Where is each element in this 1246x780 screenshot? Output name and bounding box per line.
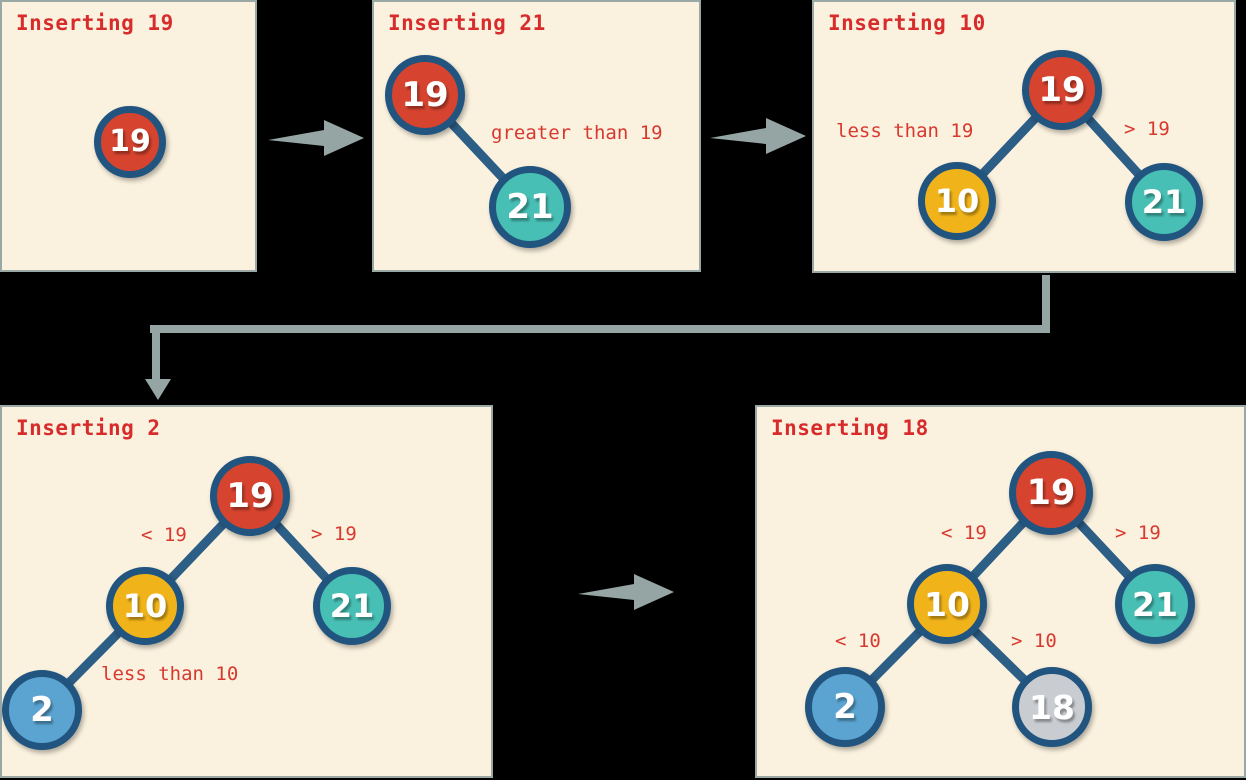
edge-label-less-than-19: less than 19 [836, 120, 974, 142]
node-2[interactable]: 2 [805, 667, 885, 747]
node-10[interactable]: 10 [907, 564, 987, 644]
node-10[interactable]: 10 [918, 162, 996, 240]
node-18[interactable]: 18 [1012, 667, 1092, 747]
panel-title: Inserting 10 [828, 11, 986, 35]
node-value: 19 [1038, 70, 1086, 110]
node-value: 21 [329, 587, 375, 625]
node-21[interactable]: 21 [489, 166, 571, 248]
panel-title: Inserting 18 [771, 416, 929, 440]
tree-panel-insert-21: 19 21 greater than 19 [374, 2, 703, 274]
tree-panel-insert-2: 19 10 21 2 < 19 > 19 less than 10 [2, 407, 495, 780]
panel-insert-21[interactable]: Inserting 21 19 21 greater than 19 [372, 0, 701, 272]
panel-insert-2[interactable]: Inserting 2 19 10 21 2 < 19 > 19 less than 10 [0, 405, 493, 778]
node-value: 19 [401, 75, 449, 115]
panel-title: Inserting 19 [16, 11, 174, 35]
tree-panel-insert-18: 19 10 21 2 18 < 19 > 19 < 10 > 10 [757, 407, 1246, 780]
node-21[interactable]: 21 [313, 567, 391, 645]
edge-label-greater-10: > 10 [1011, 630, 1057, 652]
arrow-panel2-to-panel3 [710, 116, 806, 156]
edge-label-greater-19: > 19 [311, 523, 357, 545]
panel-insert-10[interactable]: Inserting 10 19 10 21 less than 19 > 19 [812, 0, 1236, 273]
node-value: 10 [934, 182, 980, 220]
node-19[interactable]: 19 [385, 55, 465, 135]
node-value: 21 [506, 187, 554, 227]
node-value: 10 [924, 584, 970, 624]
node-21[interactable]: 21 [1115, 564, 1195, 644]
node-value: 18 [1029, 687, 1075, 727]
node-value: 2 [833, 687, 857, 727]
node-19[interactable]: 19 [210, 456, 290, 536]
tree-panel-insert-19: 19 [2, 2, 259, 274]
edge-label-less-than-10: less than 10 [101, 663, 239, 685]
edge-label-less-10: < 10 [835, 630, 881, 652]
node-19[interactable]: 19 [1022, 50, 1102, 130]
node-10[interactable]: 10 [106, 567, 184, 645]
node-value: 19 [226, 476, 274, 516]
node-2[interactable]: 2 [2, 670, 82, 750]
panel-insert-18[interactable]: Inserting 18 19 10 21 2 18 < 19 > 19 < 10 > 10 [755, 405, 1246, 778]
arrow-panel1-to-panel2 [268, 118, 364, 158]
edge-label-greater-19: > 19 [1115, 522, 1161, 544]
arrow-panel3-to-panel4 [145, 275, 1050, 400]
panel-insert-19[interactable]: Inserting 19 19 [0, 0, 257, 272]
node-value: 2 [30, 690, 54, 730]
node-value: 19 [1026, 472, 1076, 513]
panel-title: Inserting 21 [388, 11, 546, 35]
tree-panel-insert-10: 19 10 21 less than 19 > 19 [814, 2, 1238, 275]
arrow-panel4-to-panel5 [578, 572, 674, 612]
node-value: 19 [109, 124, 151, 159]
panel-title: Inserting 2 [16, 416, 161, 440]
edge-label-less-19: < 19 [141, 524, 187, 546]
node-19[interactable]: 19 [1009, 451, 1093, 535]
edge-label-greater-than-19: greater than 19 [491, 122, 663, 144]
node-value: 21 [1141, 183, 1187, 221]
node-21[interactable]: 21 [1125, 163, 1203, 241]
edge-label-greater-19: > 19 [1124, 118, 1170, 140]
edge-label-less-19: < 19 [941, 522, 987, 544]
node-value: 21 [1132, 584, 1178, 624]
node-value: 10 [122, 587, 168, 625]
node-19[interactable]: 19 [94, 106, 166, 178]
